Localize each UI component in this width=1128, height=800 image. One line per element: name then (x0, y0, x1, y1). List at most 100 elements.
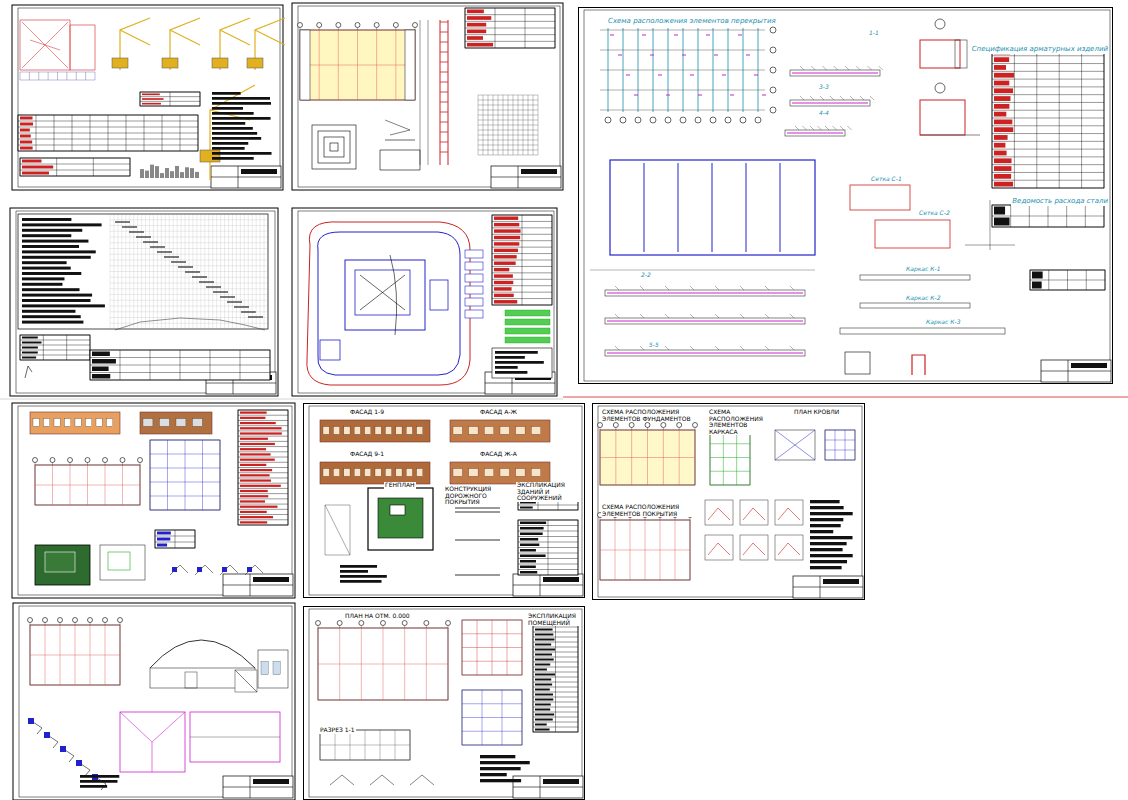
drawing-line (765, 346, 769, 350)
drawing-rect (775, 500, 803, 525)
drawing-path (307, 222, 470, 385)
drawing-line (663, 428, 664, 431)
drawing-rect (107, 419, 113, 427)
drawing-path (370, 775, 394, 785)
drawing-line (18, 151, 198, 152)
drawing-rect (300, 30, 310, 100)
drawing-rect (320, 420, 430, 442)
drawing-line (20, 72, 21, 80)
drawing-rect (375, 427, 381, 435)
drawing-rect (994, 73, 1014, 78)
drawing-rect (513, 574, 583, 596)
drawing-line (518, 525, 578, 526)
drawing-line (795, 126, 799, 130)
drawing-rect (494, 300, 517, 303)
drawing-line (95, 72, 96, 80)
section-label: 3-3 (818, 84, 830, 91)
drawing-line (428, 20, 429, 165)
drawing-line (600, 457, 695, 458)
drawing-line (533, 642, 578, 643)
drawing-rect (240, 448, 266, 450)
drawing-rect (500, 427, 509, 435)
drawing-rect (535, 669, 547, 671)
drawing-line (615, 428, 616, 431)
drawing-line (690, 518, 691, 521)
drawing-rect (495, 366, 518, 369)
drawing-rect (20, 147, 33, 150)
drawing-rect (467, 43, 493, 47)
drawing-line (220, 440, 221, 510)
drawing-line (20, 345, 90, 346)
drawing-line (90, 372, 270, 373)
drawing-line (518, 531, 578, 532)
drawing-rect (710, 430, 750, 485)
drawing-rect (240, 469, 272, 471)
drawing-rect (22, 304, 105, 307)
drawing-line (300, 100, 415, 101)
drawing-line (992, 188, 1104, 189)
drawing-rect (160, 419, 170, 427)
drawing-rect (70, 25, 95, 70)
drawing-rect (531, 427, 540, 435)
drawing-line (223, 585, 293, 586)
drawing-rect (492, 348, 552, 378)
drawing-line (465, 14, 555, 15)
drawing-rect (467, 30, 486, 34)
drawing-rect (1032, 272, 1043, 279)
drawing-path (330, 775, 354, 785)
drawing-rect (323, 427, 329, 435)
drawing-line (533, 667, 578, 668)
drawing-line (600, 428, 601, 431)
drawing-rect (258, 650, 288, 688)
drawing-line (0, 399, 563, 400)
drawing-line (992, 133, 1104, 134)
drawing-line (600, 110, 765, 111)
drawing-path (708, 543, 730, 555)
drawing-line (465, 41, 555, 42)
drawing-line (492, 240, 552, 241)
drawing-line (150, 454, 220, 455)
drawing-rect (190, 168, 194, 178)
drawing-rect (480, 755, 515, 758)
drawing-line (440, 20, 441, 165)
drawing-rect (240, 485, 281, 487)
drawing-rect (543, 577, 579, 582)
drawing-line (190, 737, 280, 738)
drawing-rect (535, 639, 554, 641)
drawing-rect (494, 236, 520, 239)
sheet-heading: ФАСАД Ж-А (479, 451, 518, 458)
drawing-rect (1032, 282, 1042, 289)
drawing-line (478, 150, 538, 151)
drawing-line (690, 314, 694, 318)
drawing-line (690, 346, 694, 350)
drawing-rect (810, 548, 843, 551)
drawing-rect (143, 419, 153, 427)
drawing-line (20, 158, 21, 176)
drawing-line (803, 126, 807, 130)
drawing-rect (303, 606, 585, 800)
drawing-line (992, 149, 1104, 150)
drawing-line (122, 226, 137, 227)
drawing-rect (22, 234, 71, 237)
drawing-rect (298, 211, 554, 393)
axis-marker (393, 23, 398, 28)
drawing-sheet: ФАСАД 1-9ФАСАД А-ЖФАСАД 9-1ФАСАД Ж-АГЕНП… (303, 403, 585, 598)
drawing-rect (810, 554, 853, 557)
axis-marker (677, 423, 682, 428)
drawing-line (642, 35, 646, 36)
drawing-line (20, 335, 21, 360)
drawing-rect (785, 130, 845, 136)
drawing-line (238, 509, 288, 510)
drawing-rect (75, 419, 81, 427)
drawing-line (238, 504, 288, 505)
drawing-rect (994, 182, 1013, 187)
drawing-line (155, 548, 195, 549)
drawing-rect (10, 208, 278, 396)
drawing-line (513, 585, 583, 586)
drawing-line (110, 225, 268, 226)
drawing-rect (212, 127, 253, 130)
drawing-line (492, 305, 552, 306)
drawing-line (710, 485, 750, 486)
axis-marker (118, 618, 123, 623)
drawing-line (840, 126, 844, 130)
